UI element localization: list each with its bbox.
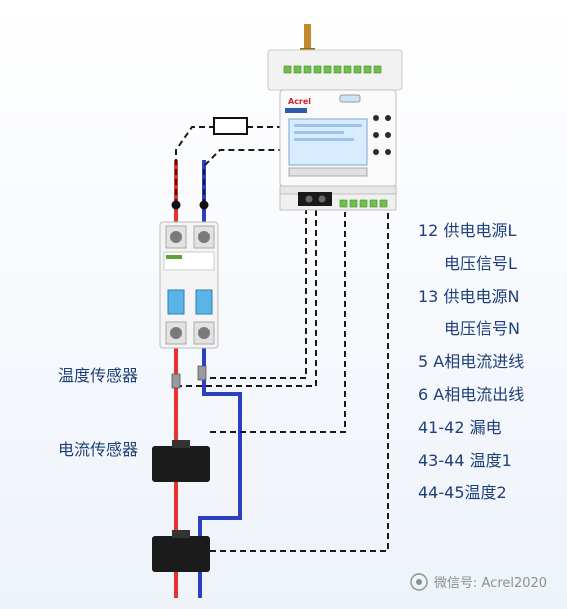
device-keys — [373, 115, 391, 155]
current-sensor-upper — [152, 440, 210, 482]
junction-dot-live — [171, 200, 181, 210]
legend-item: 6 A相电流出线 — [418, 384, 525, 404]
legend-item: 41-42 漏电 — [418, 417, 502, 437]
fuse — [213, 117, 248, 135]
legend-item: 电压信号L — [444, 253, 517, 273]
wechat-icon — [410, 572, 428, 591]
brand-logo: Acrel — [288, 97, 311, 106]
temperature-sensor-probes — [171, 365, 207, 389]
current-sensor-label: 电流传感器 — [58, 440, 139, 459]
legend-item: 12 供电电源L — [418, 221, 517, 240]
legend-item: 13 供电电源N — [418, 286, 520, 306]
signal-wires — [175, 126, 389, 552]
legend-item: 44-45温度2 — [418, 483, 507, 503]
current-sensor-lower — [152, 530, 210, 572]
junction-dot-neutral — [199, 200, 209, 210]
monitoring-device: Acrel — [267, 24, 403, 211]
terminal-legend: 12 供电电源L 电压信号L 13 供电电源N 电压信号N 5 A相电流进线 6… — [418, 219, 524, 514]
legend-item: 5 A相电流进线 — [418, 352, 525, 372]
watermark-text: 微信号: Acrel2020 — [434, 576, 548, 591]
top-terminal-strip — [283, 65, 382, 74]
watermark: 微信号: Acrel2020 — [410, 572, 547, 591]
antenna-icon — [304, 24, 311, 52]
bottom-terminal-block — [298, 192, 332, 206]
circuit-breaker — [159, 221, 219, 349]
temperature-sensor-label: 温度传感器 — [58, 366, 139, 385]
legend-item: 电压信号N — [444, 319, 520, 339]
legend-item: 43-44 温度1 — [418, 450, 512, 470]
bottom-terminal-strip — [339, 199, 388, 208]
